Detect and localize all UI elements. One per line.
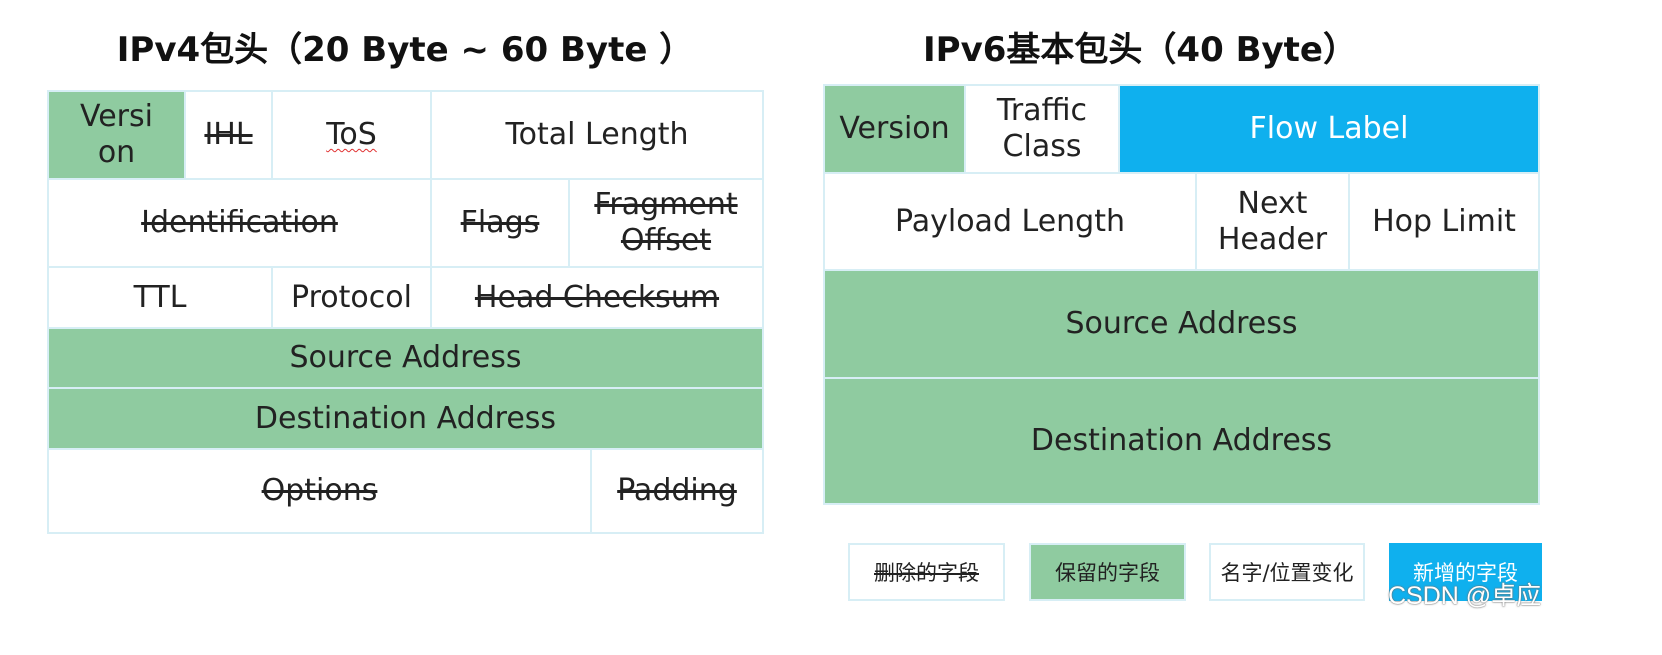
ipv4-field-fragment-offset: Fragment Offset: [568, 178, 764, 268]
ipv6-field-traffic-class: Traffic Class: [964, 84, 1120, 174]
legend-deleted: 删除的字段: [848, 543, 1005, 601]
ipv4-field-options: Options: [47, 448, 592, 534]
ipv4-field-tos: ToS: [271, 90, 432, 180]
ipv6-field-flow-label: Flow Label: [1118, 84, 1540, 174]
ipv4-field-total-length: Total Length: [430, 90, 764, 180]
watermark: CSDN @卓应: [1388, 582, 1542, 610]
ipv6-title: IPv6基本包头（40 Byte）: [923, 30, 1357, 70]
ipv6-field-source-address: Source Address: [823, 269, 1540, 379]
ipv4-field-protocol: Protocol: [271, 266, 432, 329]
ipv4-field-head-checksum: Head Checksum: [430, 266, 764, 329]
ipv4-title: IPv4包头（20 Byte ~ 60 Byte ）: [116, 30, 694, 70]
ipv6-field-payload-length: Payload Length: [823, 172, 1197, 271]
ipv4-field-identification: Identification: [47, 178, 432, 268]
ipv4-field-destination-address: Destination Address: [47, 387, 764, 450]
ipv4-field-flags: Flags: [430, 178, 570, 268]
ipv4-field-version: Version: [47, 90, 186, 180]
ipv4-field-padding: Padding: [590, 448, 764, 534]
legend-kept: 保留的字段: [1029, 543, 1186, 601]
ipv4-field-ttl: TTL: [47, 266, 273, 329]
ipv6-field-next-header: Next Header: [1195, 172, 1350, 271]
ipv4-field-source-address: Source Address: [47, 327, 764, 389]
ipv6-field-destination-address: Destination Address: [823, 377, 1540, 505]
ipv6-field-hop-limit: Hop Limit: [1348, 172, 1540, 271]
ipv4-field-ihl: IHL: [184, 90, 273, 180]
legend-added: 新增的字段: [1389, 543, 1542, 601]
legend-renamed-moved: 名字/位置变化: [1209, 543, 1365, 601]
ipv6-field-version: Version: [823, 84, 966, 174]
